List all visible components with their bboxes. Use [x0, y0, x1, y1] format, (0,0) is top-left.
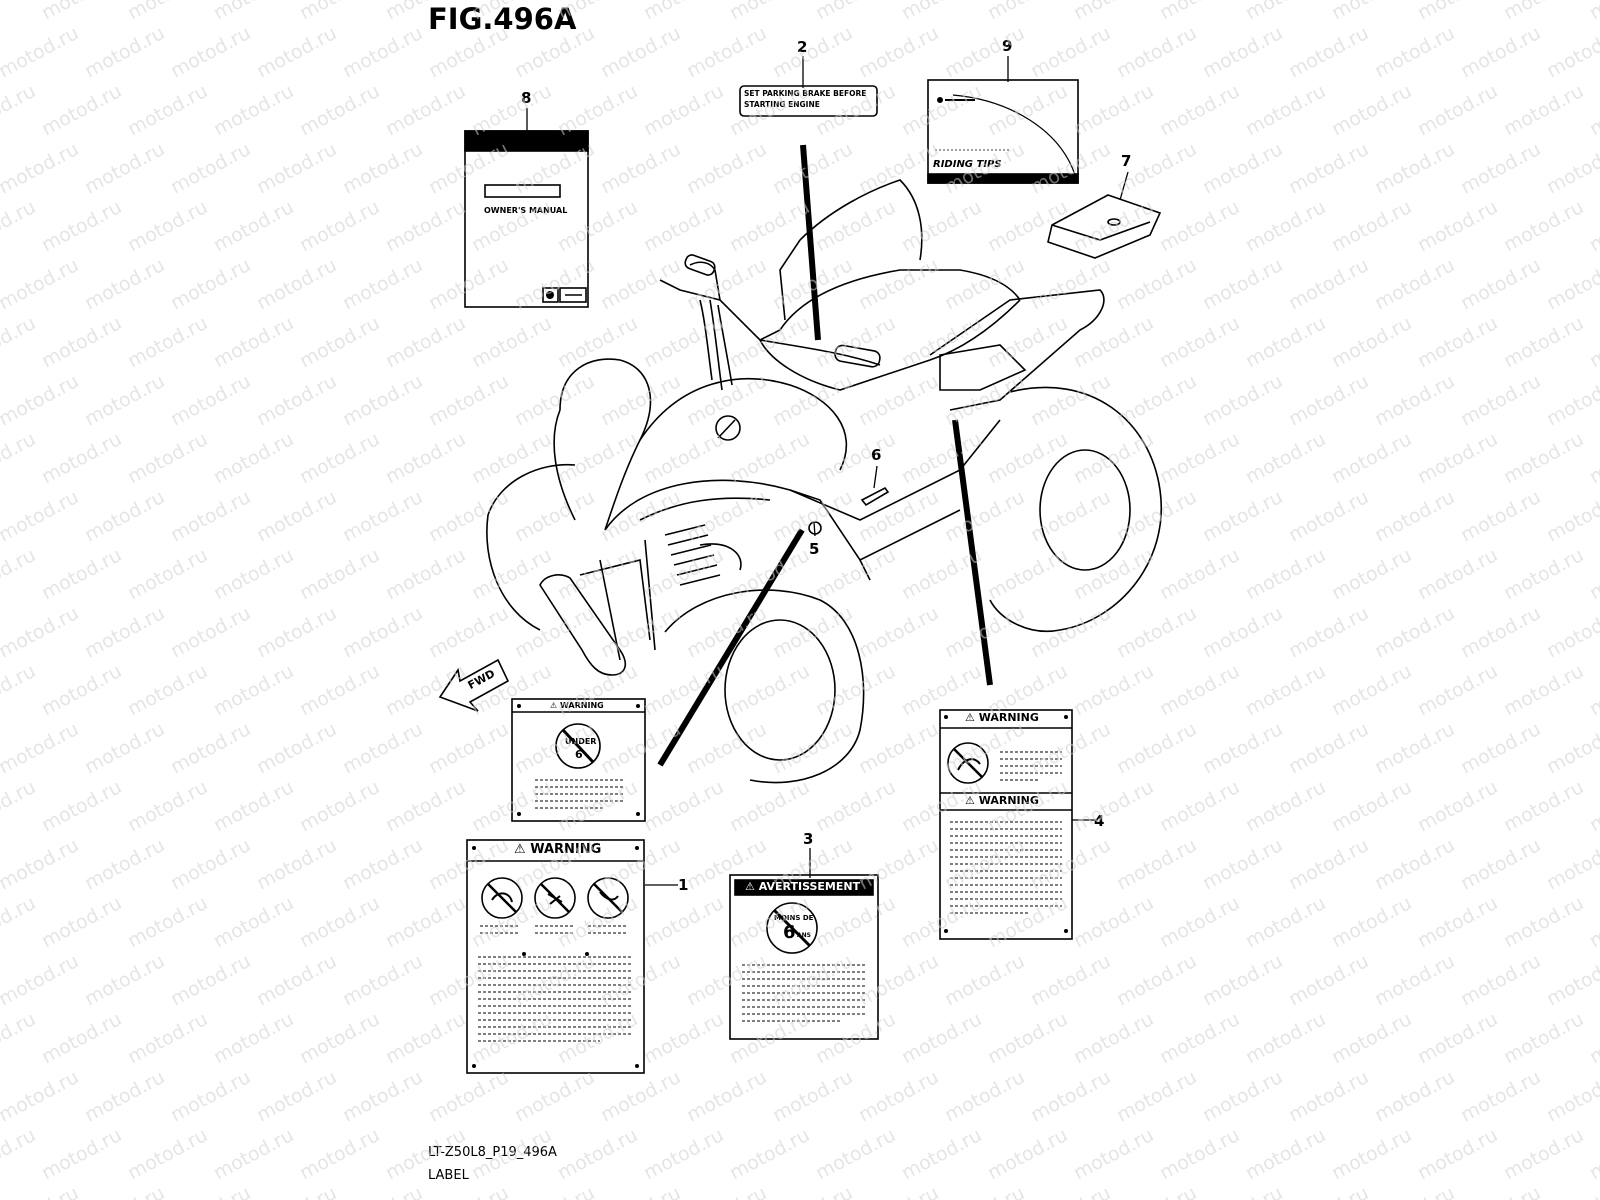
six-number: 6	[783, 922, 796, 943]
warning-label-4-drawing	[939, 709, 1073, 940]
avertissement-label-drawing	[729, 874, 879, 1040]
under-text: UNDER	[565, 737, 597, 746]
owners-manual-title: OWNER'S MANUAL	[484, 206, 568, 215]
ans-text: ANS	[797, 932, 811, 939]
warning-4-bottom-text: WARNING	[978, 794, 1039, 807]
callout-1: 1	[678, 876, 689, 894]
callout-2: 2	[797, 38, 808, 56]
owners-manual-drawing	[464, 130, 589, 308]
atv-outline	[486, 179, 1163, 784]
drawing-caption: LABEL	[428, 1168, 469, 1183]
warning-under-6-header-text: WARNING	[559, 701, 604, 710]
decal-7-drawing	[1047, 194, 1162, 259]
callout-7: 7	[1121, 152, 1132, 170]
moins-de-text: MOINS DE	[774, 914, 814, 922]
warning-under-6-header: ⚠ WARNING	[550, 701, 604, 710]
callout-8: 8	[521, 89, 532, 107]
callout-4: 4	[1094, 812, 1105, 830]
avertissement-header-text: AVERTISSEMENT	[758, 880, 861, 893]
parking-brake-text-line2: STARTING ENGINE	[744, 100, 820, 109]
callout-6: 6	[871, 446, 882, 464]
callout-3: 3	[803, 830, 814, 848]
warning-1-header: ⚠ WARNING	[514, 842, 602, 857]
warning-1-header-text: WARNING	[530, 842, 602, 857]
decal-6-drawing	[860, 486, 890, 507]
callout-5: 5	[809, 540, 820, 558]
riding-tips-title: RIDING TIPS	[933, 159, 1002, 170]
fwd-arrow	[438, 658, 510, 712]
thin-leaders	[526, 56, 1129, 886]
under-number: 6	[575, 748, 583, 761]
callout-9: 9	[1002, 37, 1013, 55]
parking-brake-text-line1: SET PARKING BRAKE BEFORE	[744, 89, 867, 98]
warning-4-top-text: WARNING	[978, 711, 1039, 724]
warning-label-under-6	[511, 698, 646, 822]
leader-lines	[657, 144, 993, 767]
figure-title: FIG.496A	[428, 2, 577, 36]
avertissement-header: ⚠ AVERTISSEMENT	[745, 880, 861, 893]
parking-brake-label-outline	[739, 85, 878, 117]
front-shock-spring	[664, 524, 721, 586]
warning-4-header-top: ⚠ WARNING	[965, 711, 1039, 724]
warning-label-1-main	[466, 839, 645, 1074]
decal-5-drawing	[808, 521, 822, 535]
riding-tips-drawing	[927, 79, 1079, 184]
warning-4-header-bottom: ⚠ WARNING	[965, 794, 1039, 807]
drawing-code: LT-Z50L8_P19_496A	[428, 1145, 557, 1160]
